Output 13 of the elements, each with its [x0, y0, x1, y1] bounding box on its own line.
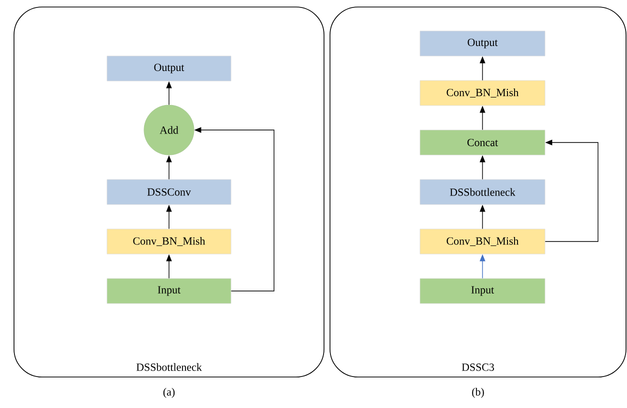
layer-box: Input [106, 278, 232, 304]
layer-box: Conv_BN_Mish [420, 228, 546, 254]
arrow [544, 140, 598, 242]
node-label: (a) [163, 388, 175, 398]
layer-box: Input [420, 278, 546, 304]
layer-box: DSSbottleneck [420, 179, 546, 205]
layer-box: Output [420, 30, 546, 56]
layer-box: Conv_BN_Mish [420, 80, 546, 106]
node-label: (b) [472, 388, 484, 398]
layer-box: Conv_BN_Mish [106, 228, 232, 254]
layer-box: Output [106, 56, 232, 82]
layer-box: Concat [420, 130, 546, 156]
layer-box: DSSConv [106, 179, 232, 205]
